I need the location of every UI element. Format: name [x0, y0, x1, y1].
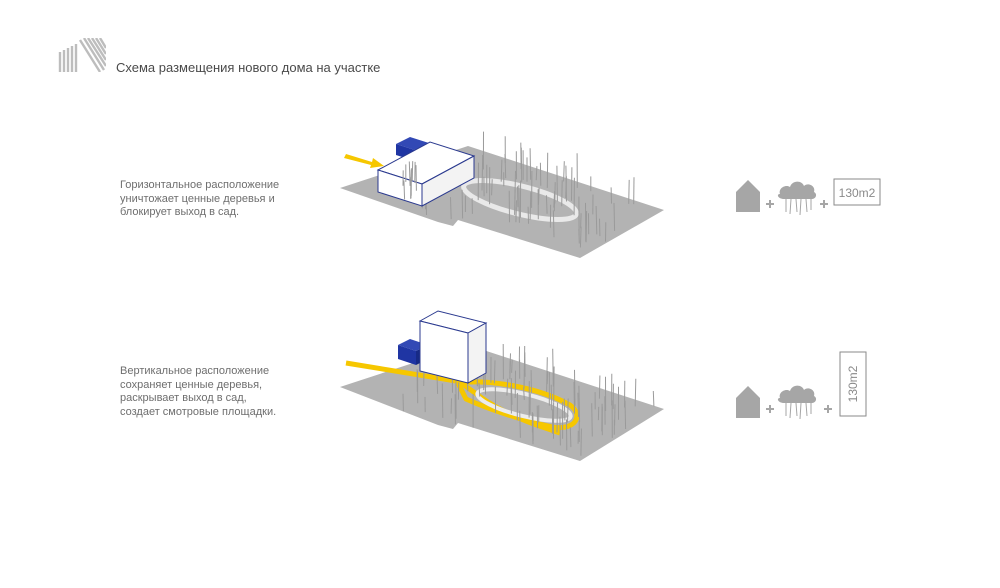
- tree-stem: [408, 161, 411, 186]
- tree-stem: [461, 189, 464, 219]
- description-line: Горизонтальное расположение: [120, 179, 280, 191]
- tree-stem: [578, 385, 581, 422]
- tree-stem: [595, 205, 598, 235]
- approach-arrow: [344, 154, 384, 168]
- tree-stem: [493, 360, 496, 384]
- tree-stem: [509, 360, 511, 380]
- tree-stem: [529, 192, 532, 220]
- tree-stem: [567, 398, 569, 423]
- house-icon: [736, 180, 760, 212]
- tree-stem: [565, 165, 567, 202]
- tree-stem: [523, 387, 525, 400]
- description-line: Вертикальное расположение: [120, 365, 270, 377]
- tree-stem: [500, 159, 503, 182]
- tree-stem: [577, 392, 579, 418]
- tree-stem: [574, 369, 576, 406]
- tree-stem: [441, 383, 444, 418]
- tree-stem: [628, 179, 630, 204]
- tree-stem: [556, 165, 558, 202]
- description-line: сохраняет ценные деревья,: [120, 378, 263, 391]
- tree-stem: [403, 180, 406, 200]
- tree-stem: [591, 403, 593, 437]
- tree-stem: [411, 161, 414, 181]
- tree-cloud-icon: [777, 181, 817, 216]
- tree-stem: [504, 153, 507, 179]
- plus-icon: [766, 405, 774, 413]
- tree-group: [402, 343, 655, 456]
- description-line: уничтожает ценные деревья и: [120, 192, 275, 205]
- tree-stem: [613, 202, 616, 231]
- area-box: [839, 351, 867, 417]
- tree-stem: [559, 416, 561, 446]
- description-line: раскрывает выход в сад,: [120, 392, 247, 404]
- tree-stem: [519, 410, 521, 438]
- tree-stem: [634, 378, 637, 407]
- tree-stem: [563, 161, 565, 182]
- tree-stem: [550, 384, 553, 411]
- plus-icon: [824, 405, 832, 413]
- tree-stem: [506, 378, 509, 396]
- area-formula-horizontal: 130m2: [736, 178, 881, 216]
- site-ground: [340, 345, 664, 461]
- plus-icon: [820, 200, 828, 208]
- tree-stem: [552, 348, 554, 387]
- description-line: создает смотровые площадки.: [120, 405, 277, 418]
- tree-stem: [579, 226, 582, 248]
- vertical-placement-diagram: [340, 310, 664, 461]
- tree-stem: [556, 402, 558, 433]
- tree-stem: [535, 166, 538, 181]
- tree-stem: [552, 210, 555, 238]
- area-formula-vertical: 130m2: [736, 351, 867, 420]
- description-line: блокирует выход в сад.: [120, 206, 240, 218]
- option-vertical-description: Вертикальное расположение сохраняет ценн…: [120, 365, 320, 419]
- house-vertical-block: [418, 310, 488, 384]
- tree-stem: [529, 148, 532, 180]
- option-horizontal-description: Горизонтальное расположение уничтожает ц…: [120, 179, 320, 220]
- page-title: Схема размещения нового дома на участке: [116, 60, 381, 75]
- tree-stem: [652, 390, 655, 407]
- tree-cloud-icon: [777, 385, 817, 420]
- tree-stem: [436, 374, 439, 394]
- area-label: 130m2: [846, 365, 860, 402]
- tree-stem: [563, 398, 566, 421]
- tree-stem: [545, 195, 548, 214]
- tree-stem: [569, 427, 572, 448]
- tree-stem: [624, 400, 627, 430]
- house-icon: [736, 386, 760, 418]
- tree-stem: [478, 382, 481, 397]
- tree-group: [421, 131, 635, 248]
- plus-icon: [766, 200, 774, 208]
- horizontal-placement-diagram: [340, 131, 664, 258]
- tree-stem: [580, 213, 582, 229]
- tree-stem: [511, 359, 513, 373]
- tree-stem: [518, 185, 520, 223]
- tree-stem: [514, 170, 516, 199]
- area-label: 130m2: [839, 186, 876, 200]
- tree-stem: [481, 154, 484, 191]
- logo-hatch-icon: [58, 38, 106, 72]
- tree-stem: [561, 180, 563, 207]
- tree-group-front: [402, 161, 417, 200]
- garden-path-ring: [475, 387, 573, 423]
- tree-stem: [580, 428, 582, 456]
- tree-stem: [573, 381, 575, 414]
- tree-stem: [598, 375, 601, 399]
- area-box: [833, 178, 881, 206]
- tree-stem: [450, 197, 452, 220]
- tree-stem: [491, 179, 493, 196]
- tree-stem: [546, 357, 548, 393]
- tree-stem: [523, 360, 525, 389]
